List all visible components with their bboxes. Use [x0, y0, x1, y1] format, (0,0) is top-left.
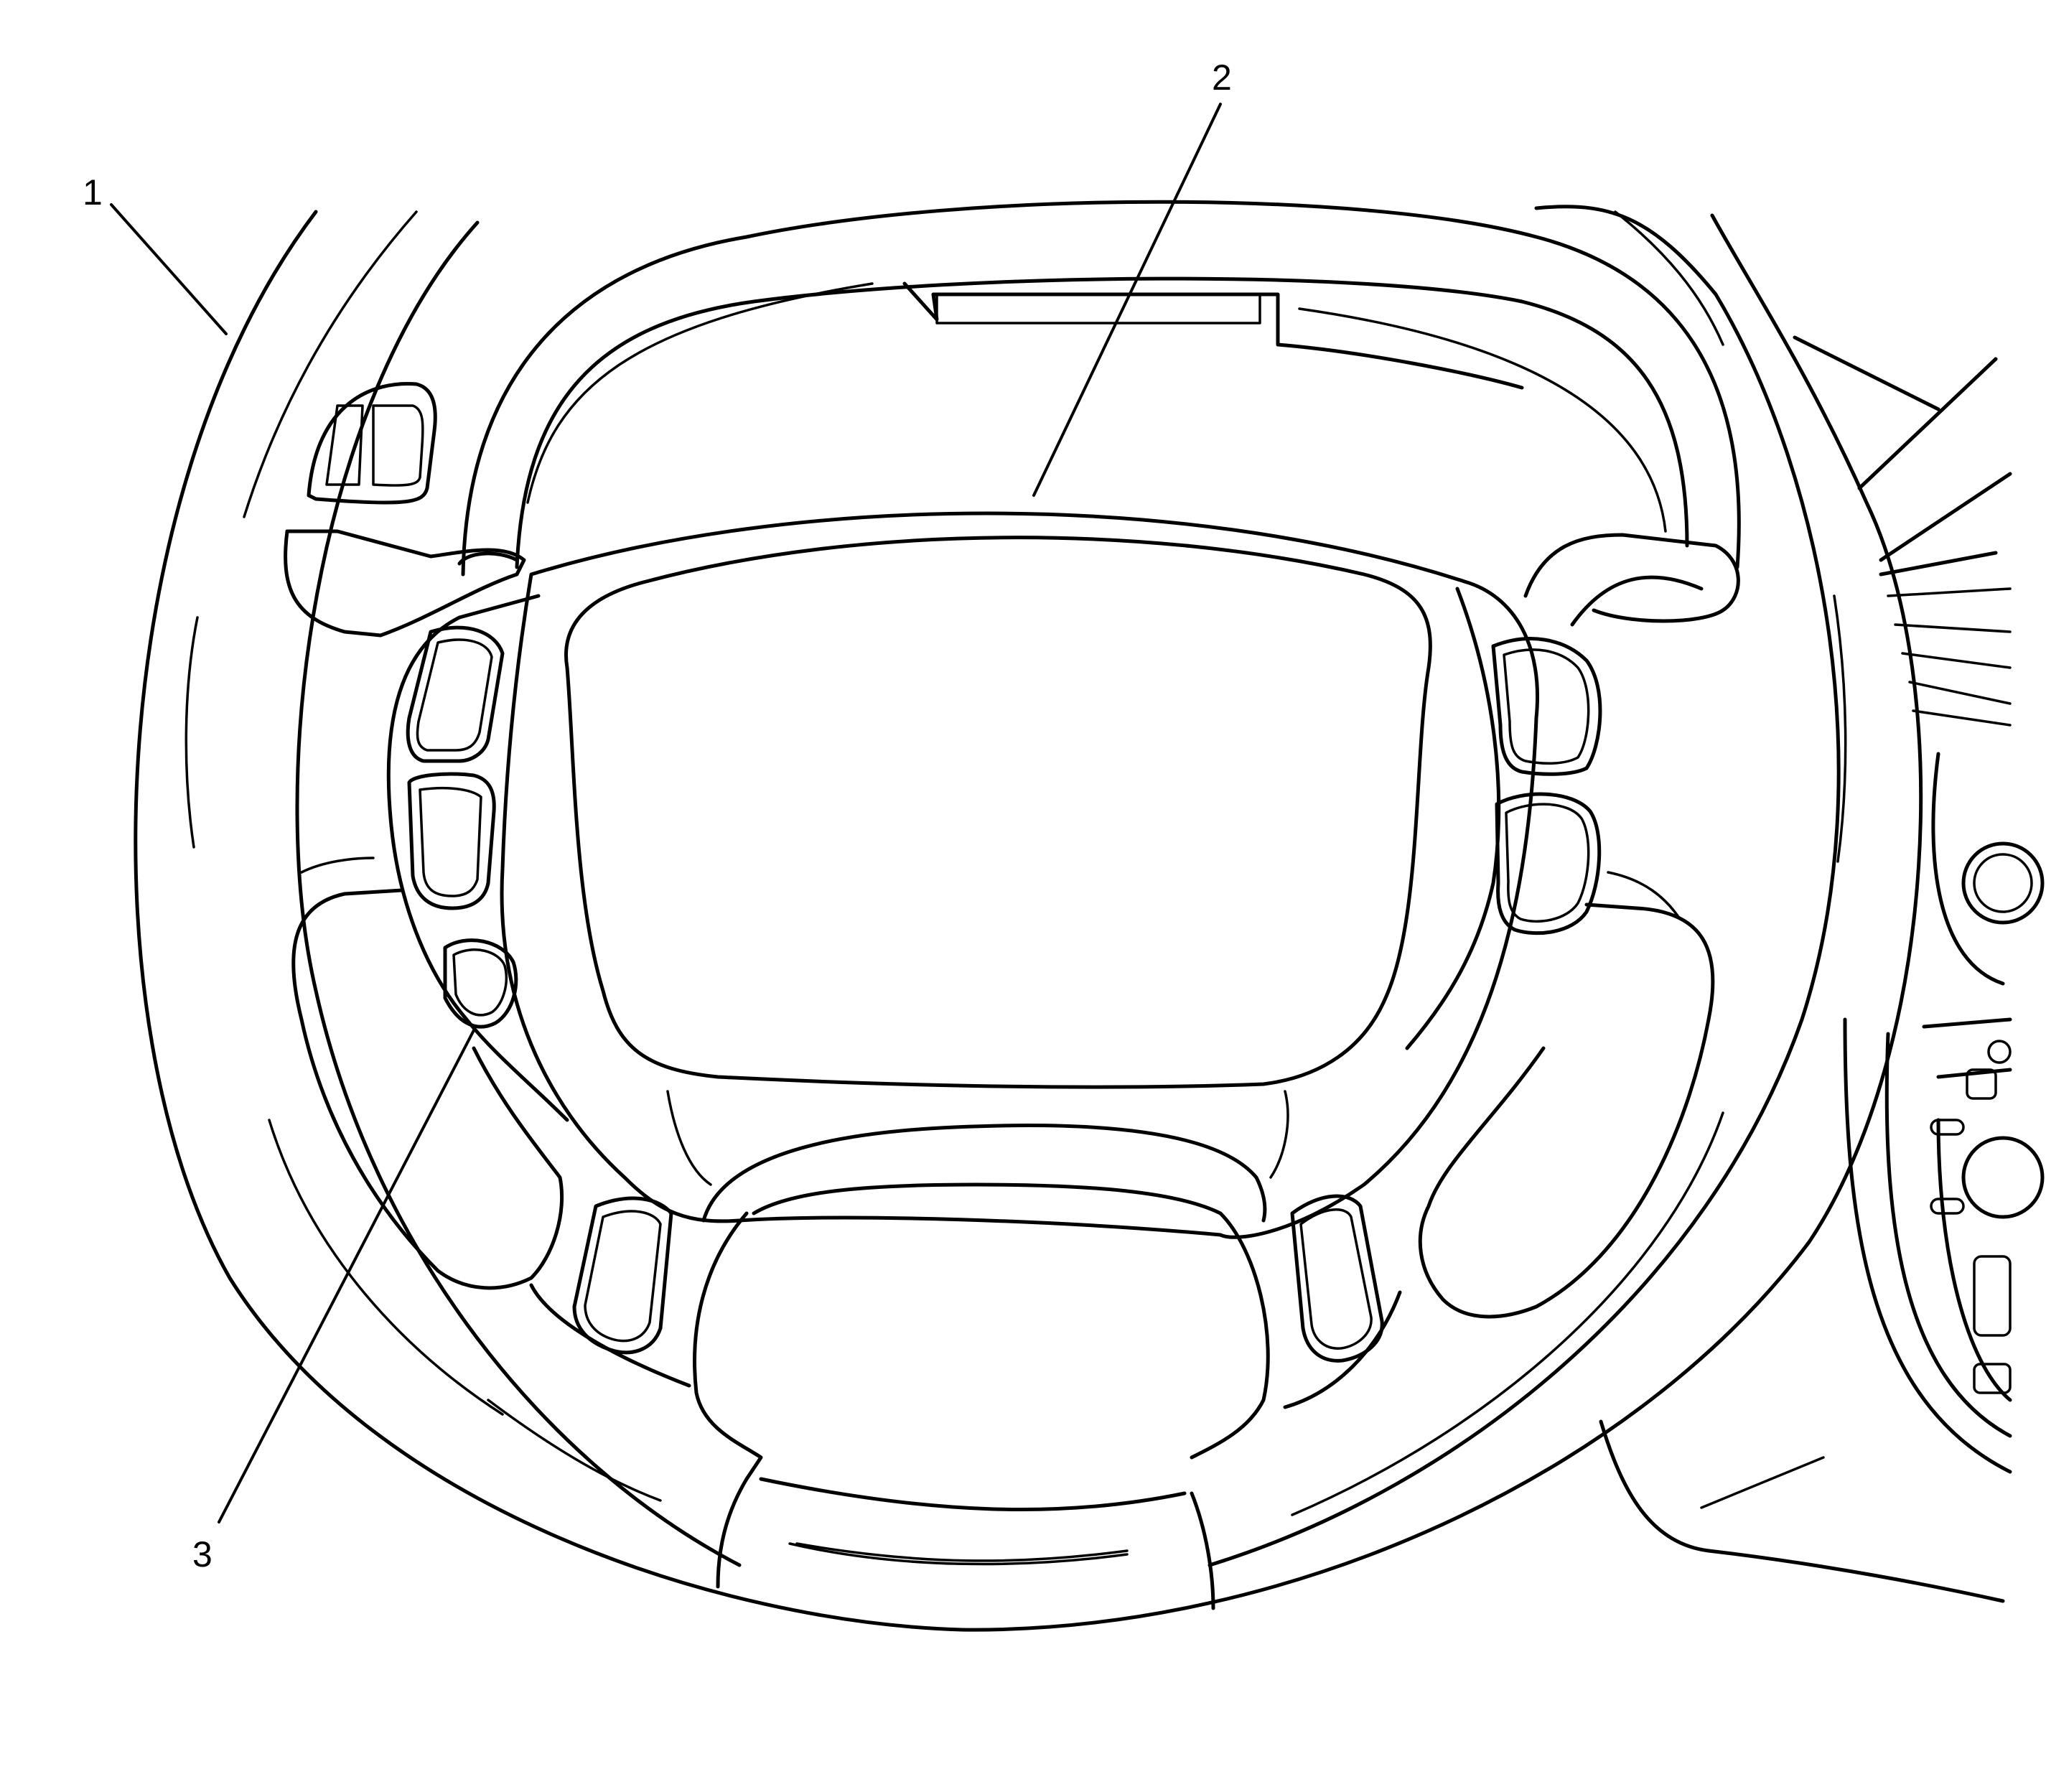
steering-wheel-rim	[134, 205, 1923, 1632]
right-spoke-buttons	[1405, 587, 1602, 1050]
callout-2: 2	[1212, 57, 1232, 98]
left-spoke-buttons	[386, 594, 569, 1122]
left-lower-spoke	[291, 857, 691, 1388]
lower-bezel	[693, 1124, 1270, 1610]
leader-line-1	[110, 203, 228, 335]
airbag-hub	[500, 511, 1539, 1239]
right-upper-stalk	[1523, 533, 1740, 627]
leader-line-3	[218, 1029, 475, 1523]
right-lower-spoke	[1283, 871, 1715, 1409]
instrument-panel	[1599, 335, 2045, 1603]
callout-1: 1	[83, 172, 103, 213]
leader-line-2	[1032, 103, 1222, 497]
left-upper-switches	[284, 381, 526, 638]
upper-spoke	[461, 200, 1741, 577]
callout-3: 3	[192, 1534, 212, 1574]
